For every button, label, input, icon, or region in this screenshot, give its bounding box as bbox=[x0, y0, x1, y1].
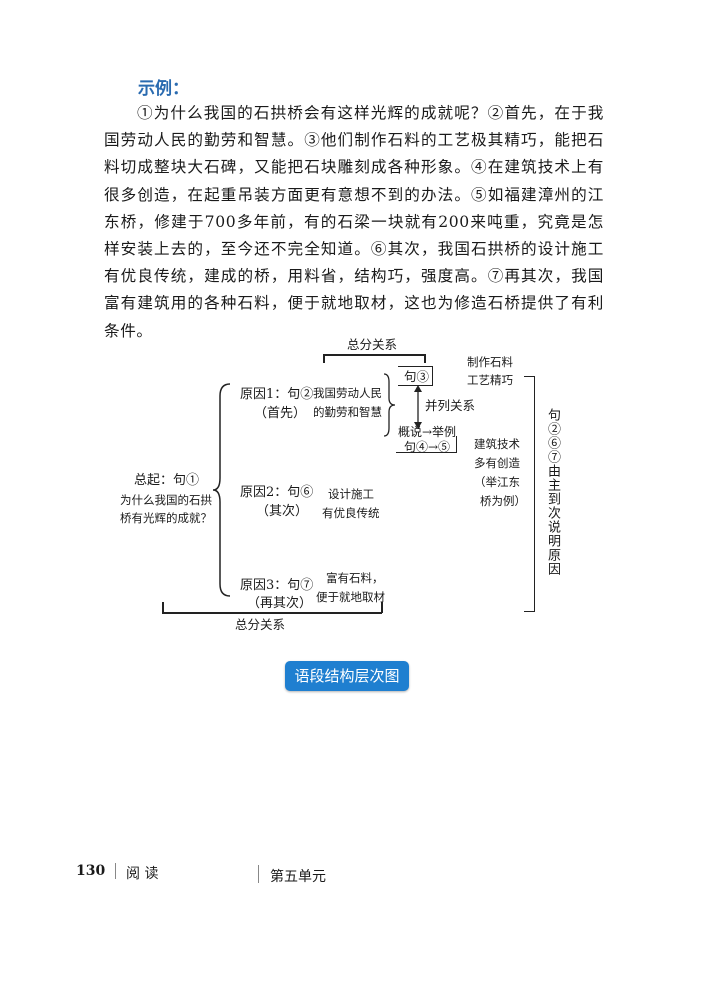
example-paragraph: ①为什么我国的石拱桥会有这样光辉的成就呢？②首先，在于我国劳动人民的勤劳和智慧。… bbox=[104, 104, 604, 340]
sent45-bracket bbox=[396, 436, 457, 453]
sent3-bracket bbox=[398, 366, 433, 386]
book-title: 阅 读 bbox=[126, 866, 159, 882]
tech-note-line2: 多有创造 bbox=[474, 456, 520, 470]
diagram-caption: 语段结构层次图 bbox=[285, 661, 409, 691]
reason2-desc-line2: 有优良传统 bbox=[322, 506, 380, 520]
reason2-order: （其次） bbox=[256, 504, 309, 519]
footer-divider-1 bbox=[115, 863, 116, 879]
bottom-relation-label: 总分关系 bbox=[234, 617, 285, 632]
craft-note-line1: 制作石料 bbox=[467, 355, 513, 369]
right-bracket bbox=[524, 376, 535, 612]
general-question-line1: 为什么我国的石拱 bbox=[120, 493, 212, 507]
reason2-desc-line1: 设计施工 bbox=[328, 487, 374, 501]
bottom-bracket-right-tick bbox=[381, 602, 383, 613]
tech-note-line4: 桥为例） bbox=[480, 494, 526, 508]
reason1-label: 原因1：句② bbox=[240, 387, 314, 402]
unit-title: 第五单元 bbox=[270, 869, 326, 885]
sent45-label: 句④→⑤ bbox=[404, 440, 451, 454]
top-bracket-left-tick bbox=[323, 354, 325, 363]
main-brace bbox=[212, 383, 231, 597]
tech-note-line3: （举江东 bbox=[474, 475, 520, 489]
reason3-desc-line1: 富有石料， bbox=[326, 571, 384, 585]
tech-note-line1: 建筑技术 bbox=[474, 437, 520, 451]
general-question-line2: 桥有光辉的成就？ bbox=[120, 511, 212, 525]
reason1-desc-line1: 我国劳动人民 bbox=[313, 386, 382, 400]
reason1-desc-line2: 的勤劳和智慧 bbox=[313, 405, 382, 419]
reason3-label: 原因3：句⑦ bbox=[240, 578, 314, 593]
general-label: 总起：句① bbox=[134, 473, 200, 488]
reason1-order: （首先） bbox=[254, 406, 307, 421]
sent3-label: 句③ bbox=[404, 369, 430, 384]
reason3-desc-line2: 便于就地取材 bbox=[316, 590, 385, 604]
footer-divider-2 bbox=[258, 865, 259, 883]
craft-note-line2: 工艺精巧 bbox=[467, 373, 513, 387]
top-bracket-right-tick bbox=[424, 354, 426, 363]
bottom-bracket-line bbox=[162, 612, 382, 614]
page-number: 130 bbox=[76, 863, 106, 879]
reason1-brace bbox=[383, 373, 396, 437]
top-bracket-line bbox=[323, 354, 425, 356]
example-label: 示例： bbox=[138, 79, 189, 99]
reason2-label: 原因2：句⑥ bbox=[240, 485, 314, 500]
bottom-bracket-left-tick bbox=[162, 602, 164, 613]
reason3-order: （再其次） bbox=[247, 596, 313, 611]
parallel-label: 并列关系 bbox=[425, 398, 476, 413]
side-note: 句②⑥⑦由主到次说明原因 bbox=[545, 408, 560, 576]
parallel-arrow-icon bbox=[414, 385, 422, 429]
overview-label: 概说→举例 bbox=[398, 425, 457, 439]
